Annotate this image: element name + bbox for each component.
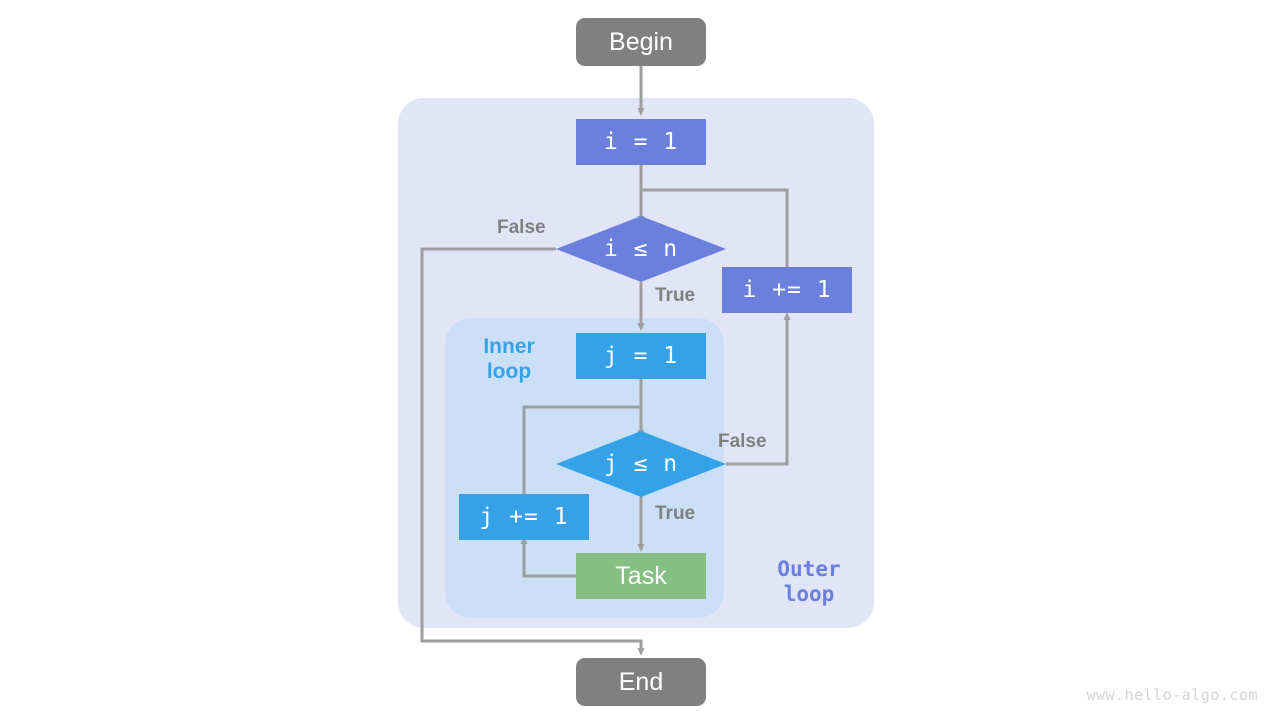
node-j-init[interactable]: j = 1 [576, 333, 706, 379]
node-end[interactable]: End [576, 658, 706, 706]
group-label-outer-loop: Outer loop [777, 557, 841, 606]
node-i-increment[interactable]: i += 1 [722, 267, 852, 313]
node-i-condition-label: i ≤ n [603, 236, 679, 262]
group-label-inner-loop: Inner loop [483, 335, 535, 383]
node-j-increment[interactable]: j += 1 [459, 494, 589, 540]
node-i-condition[interactable]: i ≤ n [556, 216, 726, 282]
edge-j-cond-false-to-i-incr [726, 312, 791, 466]
node-i-init[interactable]: i = 1 [576, 119, 706, 165]
node-task[interactable]: Task [576, 553, 706, 599]
edge-label-j-false: False [718, 431, 767, 452]
edge-task-to-j-incr [520, 536, 576, 578]
node-j-condition-label: j ≤ n [603, 451, 679, 477]
diamond-shape-inner [556, 431, 726, 497]
edge-i-incr-to-i-cond [641, 188, 789, 267]
edge-label-i-true: True [655, 285, 696, 306]
edge-label-i-false: False [497, 217, 546, 238]
watermark: www.hello-algo.com [1086, 686, 1258, 704]
diamond-shape-outer [556, 216, 726, 282]
node-begin[interactable]: Begin [576, 18, 706, 66]
edge-label-j-true: True [655, 503, 696, 524]
node-j-condition[interactable]: j ≤ n [556, 431, 726, 497]
edge-j-incr-to-j-cond [522, 405, 641, 494]
edge-i-cond-false-to-end [420, 247, 645, 656]
